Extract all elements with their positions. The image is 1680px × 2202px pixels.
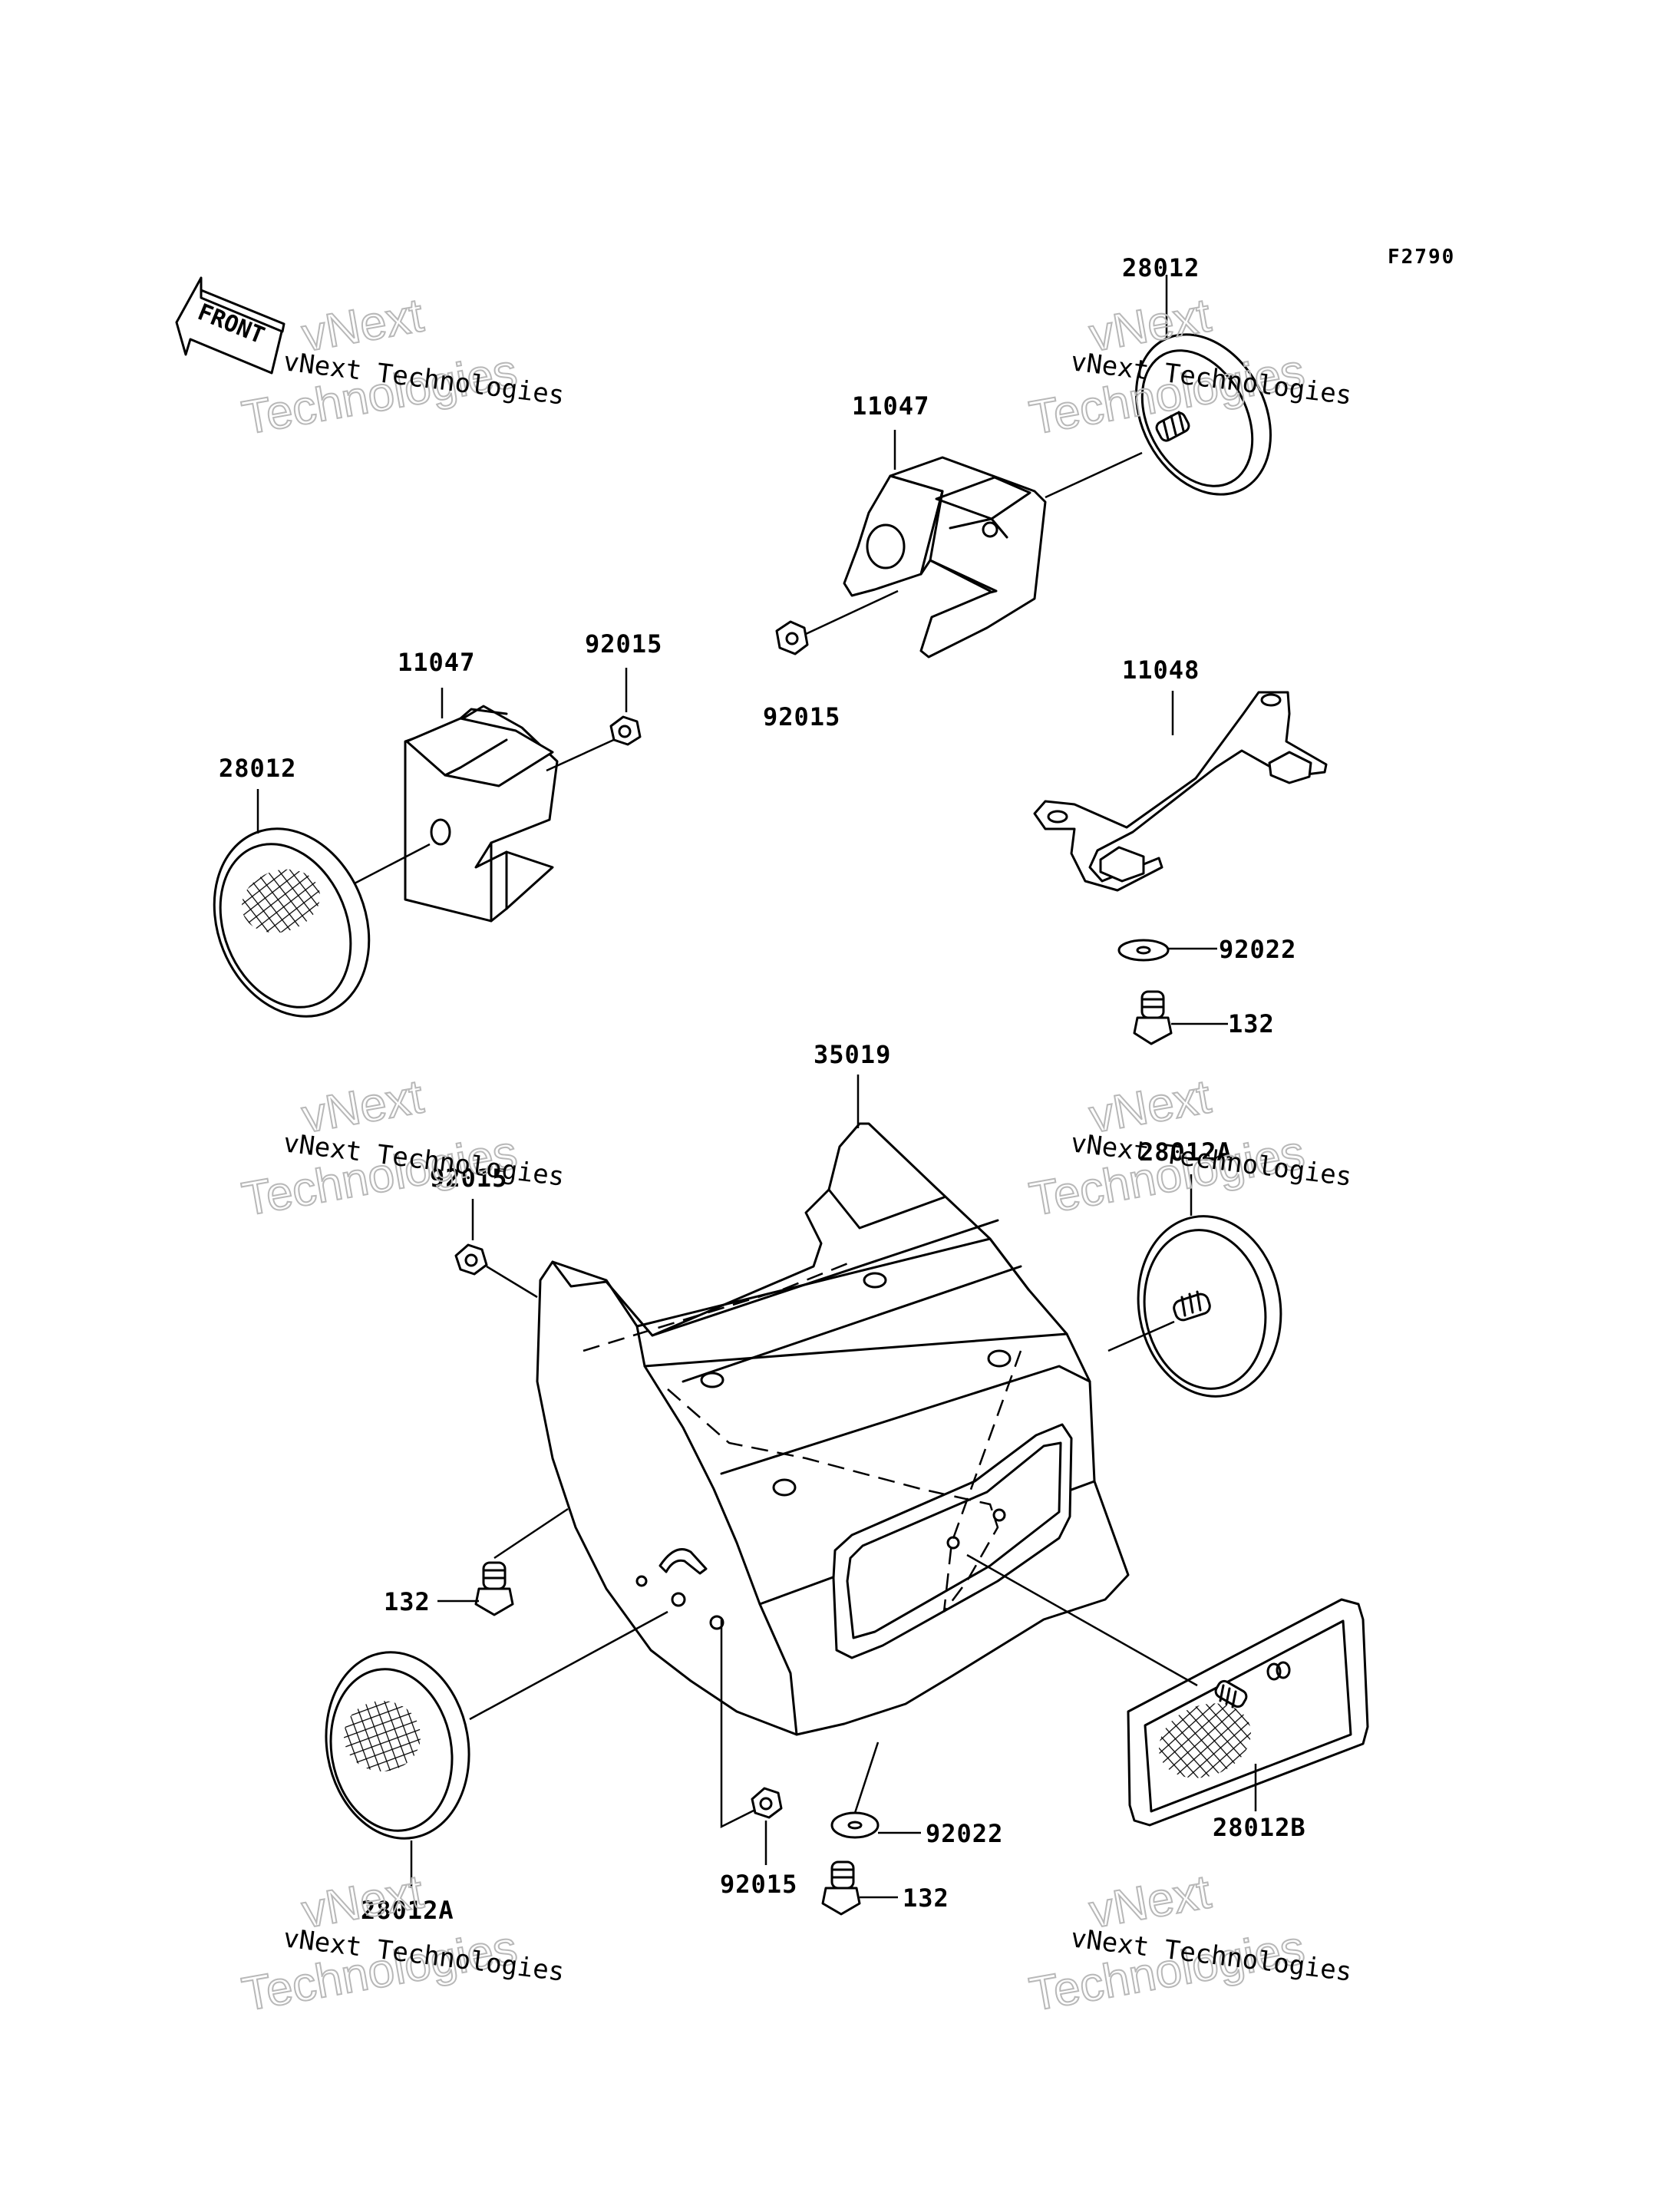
label-92022-right: 92022 — [1219, 935, 1296, 964]
label-28012a-right: 28012A — [1139, 1137, 1233, 1167]
watermark-bottom-right: vNext Technologies vNext Technologies — [1025, 1864, 1353, 2022]
watermark-mid-right: vNext Technologies vNext Technologies — [1025, 1069, 1353, 1226]
front-arrow-icon: FRONT — [175, 276, 286, 375]
label-11048: 11048 — [1122, 655, 1200, 685]
reflector-lower-left-a — [325, 1651, 470, 1840]
nut-top — [775, 620, 809, 655]
bolt-bottom — [821, 1860, 861, 1916]
reflector-right-a — [1137, 1215, 1282, 1398]
label-28012b: 28012B — [1213, 1813, 1306, 1842]
bolt-left — [474, 1561, 514, 1616]
cover-35019 — [536, 1122, 1130, 1736]
bracket-plate — [1033, 691, 1328, 892]
label-28012-top: 28012 — [1122, 253, 1200, 282]
bracket-left — [404, 705, 559, 923]
label-92022-bottom: 92022 — [926, 1819, 1003, 1848]
label-11047-top: 11047 — [852, 391, 929, 421]
label-132-right: 132 — [1228, 1009, 1275, 1038]
reflector-top — [1134, 333, 1272, 496]
label-35019: 35019 — [814, 1040, 891, 1069]
figure-code: F2790 — [1388, 246, 1455, 269]
washer-right — [1117, 939, 1170, 962]
reflector-left — [213, 827, 371, 1018]
nut-left — [609, 715, 642, 746]
reflector-b — [1127, 1598, 1369, 1827]
watermark-bottom-left: vNext Technologies vNext Technologies — [237, 1864, 566, 2022]
label-28012a-lower-left: 28012A — [361, 1896, 454, 1925]
label-92015-cover: 92015 — [430, 1164, 507, 1193]
nut-bottom — [751, 1787, 783, 1819]
bolt-right — [1133, 990, 1173, 1045]
bracket-top — [843, 456, 1047, 659]
label-28012-left: 28012 — [219, 754, 296, 783]
watermark-mid-left: vNext Technologies vNext Technologies — [237, 1069, 566, 1226]
label-92015-bottom: 92015 — [720, 1870, 797, 1899]
washer-bottom — [830, 1811, 880, 1839]
nut-cover — [454, 1243, 488, 1276]
label-92015-left: 92015 — [585, 629, 662, 659]
label-132-left: 132 — [384, 1587, 431, 1616]
watermark-top-left: vNext Technologies vNext Technologies — [237, 288, 566, 445]
label-92015-top: 92015 — [763, 702, 840, 731]
label-11047-left: 11047 — [398, 648, 475, 677]
label-132-bottom: 132 — [903, 1883, 949, 1913]
